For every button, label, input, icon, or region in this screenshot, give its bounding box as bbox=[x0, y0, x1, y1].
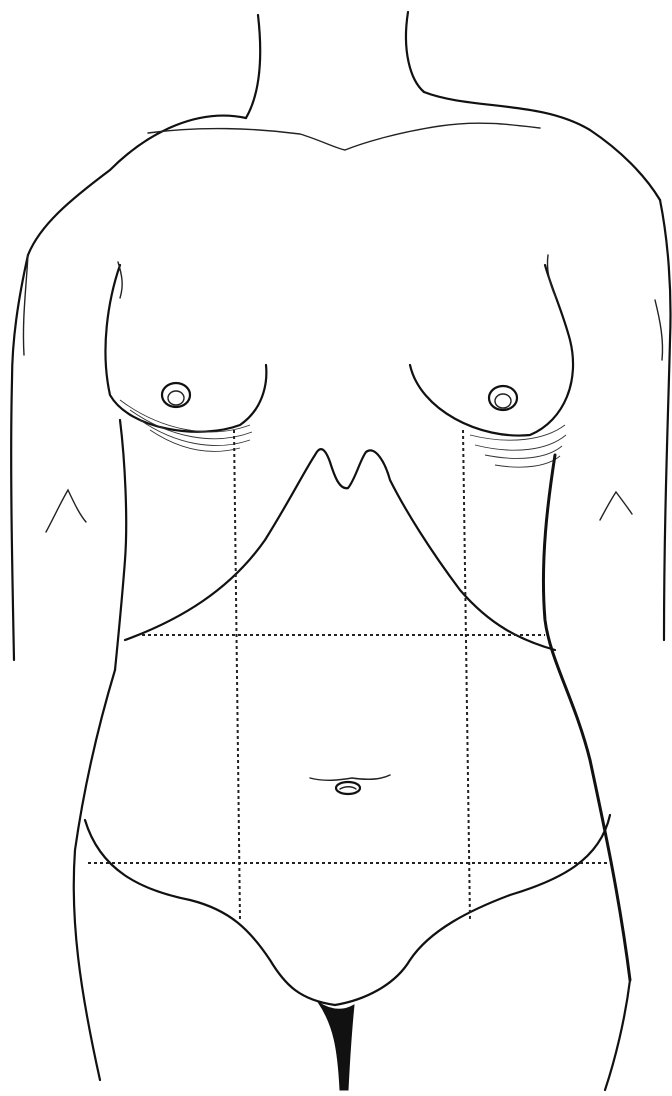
vertical-line-right bbox=[463, 430, 470, 920]
right-breast bbox=[410, 255, 573, 467]
left-nipple bbox=[162, 383, 190, 407]
navel bbox=[310, 775, 390, 794]
pubic-mark bbox=[318, 1002, 354, 1090]
neck bbox=[246, 12, 424, 118]
left-breast-shading bbox=[120, 400, 252, 451]
right-nipple bbox=[489, 386, 517, 410]
pelvic-outline bbox=[85, 815, 610, 1005]
left-breast bbox=[105, 262, 266, 451]
arm-outlines bbox=[11, 200, 670, 660]
clavicles bbox=[148, 123, 540, 150]
elbow-marks bbox=[46, 490, 632, 532]
torso-sides bbox=[74, 420, 630, 1090]
costal-margin bbox=[125, 449, 555, 650]
shoulder-outline bbox=[28, 92, 660, 255]
abdominal-region-grid bbox=[88, 430, 608, 920]
vertical-line-left bbox=[234, 430, 240, 920]
